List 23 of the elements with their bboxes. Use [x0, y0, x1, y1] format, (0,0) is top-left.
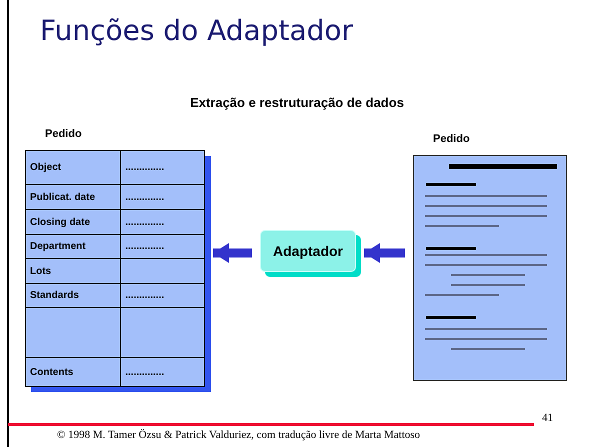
table-heading: Pedido: [45, 128, 82, 140]
field-name: Lots: [30, 266, 52, 276]
process-box: Adaptador: [260, 230, 356, 272]
placeholder-dots: ..............: [125, 162, 164, 173]
slide-title: Funções do Adaptador: [40, 14, 354, 47]
subtitle: Extração e restruturação de dados: [189, 95, 405, 110]
field-name: Object: [30, 162, 62, 173]
placeholder-dots: ..............: [125, 241, 164, 252]
document-heading: Pedido: [433, 133, 470, 145]
placeholder-dots: ..............: [125, 366, 164, 378]
field-name: Contents: [30, 366, 74, 378]
field-name: Closing date: [30, 216, 90, 228]
field-name: Publicat. date: [30, 192, 96, 202]
block-arrow: [364, 243, 405, 263]
order-table: [25, 150, 205, 386]
page-number: 41: [542, 412, 553, 424]
copyright-footer: © 1998 M. Tamer Özsu & Patrick Valduriez, com tradução livre de Marta Mattoso: [57, 429, 420, 441]
placeholder-dots: ..............: [125, 216, 164, 228]
placeholder-dots: ..............: [125, 192, 164, 202]
field-name: Standards: [30, 290, 79, 301]
block-arrow: [213, 243, 252, 263]
field-name: Department: [30, 241, 86, 252]
placeholder-dots: ..............: [125, 290, 164, 301]
